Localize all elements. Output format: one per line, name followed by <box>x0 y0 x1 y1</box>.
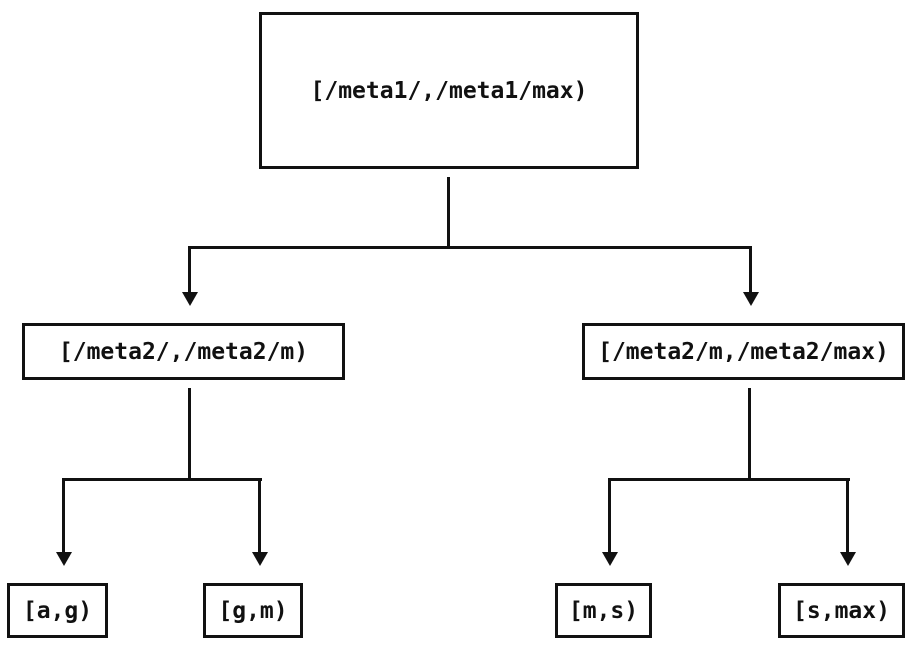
tree-node-leaf-smax: [s,max) <box>778 583 905 638</box>
tree-node-leaf-smax-label: [s,max) <box>793 597 890 624</box>
arrow-down-icon <box>252 552 268 566</box>
tree-node-level2-right-label: [/meta2/m,/meta2/max) <box>598 338 889 365</box>
tree-node-root-label: [/meta1/,/meta1/max) <box>310 77 588 104</box>
connector-right-crossbar <box>608 478 850 481</box>
connector-right-rightdrop <box>846 478 849 552</box>
connector-root-stem <box>447 177 450 249</box>
arrow-down-icon <box>56 552 72 566</box>
arrow-down-icon <box>182 292 198 306</box>
connector-right-stem <box>748 388 751 481</box>
arrow-down-icon <box>602 552 618 566</box>
tree-node-root: [/meta1/,/meta1/max) <box>259 12 639 169</box>
tree-node-level2-left: [/meta2/,/meta2/m) <box>22 323 345 380</box>
tree-node-leaf-ag-label: [a,g) <box>22 597 93 624</box>
connector-left-stem <box>188 388 191 481</box>
connector-root-right-drop <box>749 246 752 293</box>
arrow-down-icon <box>743 292 759 306</box>
connector-right-leftdrop <box>608 478 611 552</box>
connector-left-leftdrop <box>62 478 65 552</box>
tree-node-level2-left-label: [/meta2/,/meta2/m) <box>58 338 309 365</box>
connector-root-left-drop <box>188 246 191 293</box>
arrow-down-icon <box>840 552 856 566</box>
connector-root-crossbar <box>188 246 752 249</box>
tree-node-leaf-gm-label: [g,m) <box>218 597 288 624</box>
tree-node-level2-right: [/meta2/m,/meta2/max) <box>582 323 905 380</box>
tree-node-leaf-ms: [m,s) <box>555 583 652 638</box>
connector-left-crossbar <box>62 478 262 481</box>
tree-node-leaf-ms-label: [m,s) <box>568 597 639 624</box>
connector-left-rightdrop <box>258 478 261 552</box>
tree-node-leaf-ag: [a,g) <box>7 583 108 638</box>
tree-node-leaf-gm: [g,m) <box>203 583 303 638</box>
